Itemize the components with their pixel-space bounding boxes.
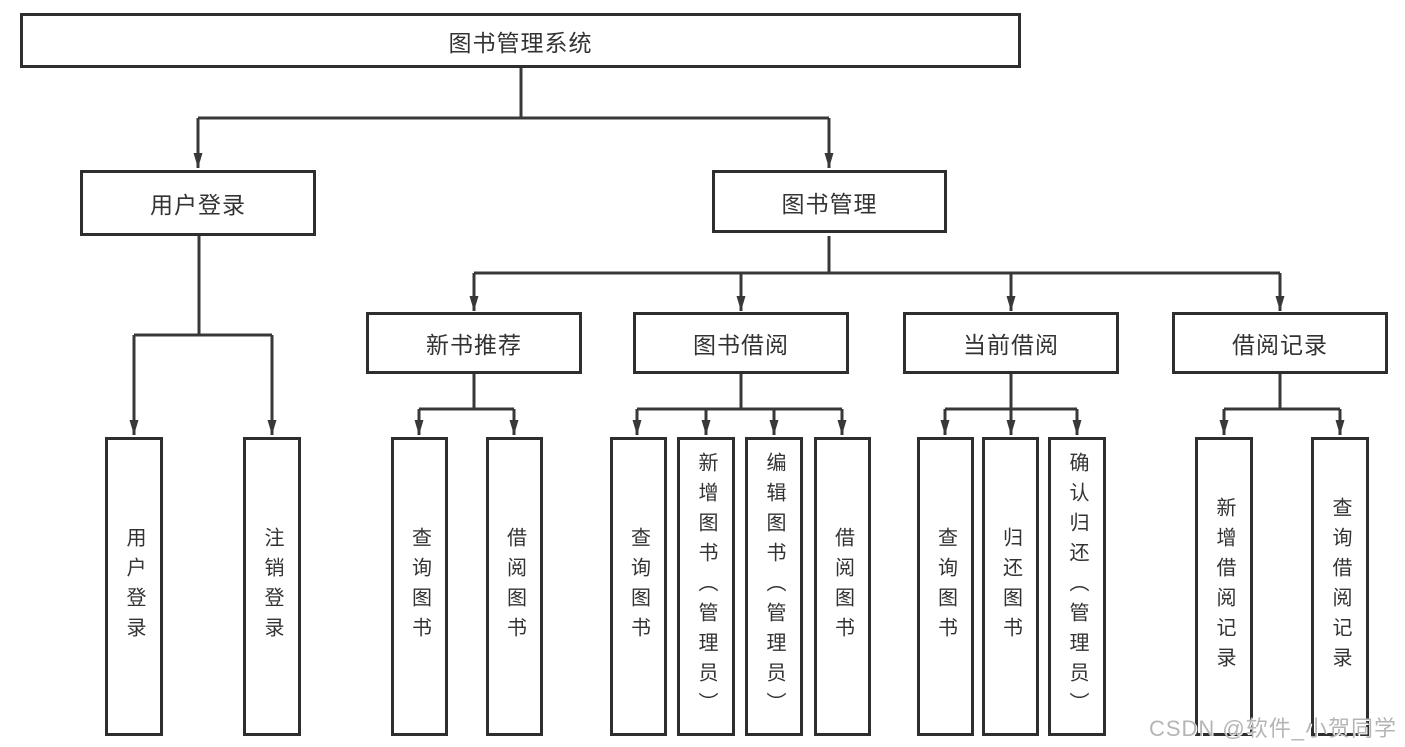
leaf-borrow-book-1: 借阅图书 xyxy=(486,437,543,736)
node-root: 图书管理系统 xyxy=(20,13,1021,68)
leaf-query-borrow-record: 查询借阅记录 xyxy=(1311,437,1369,736)
leaf-add-book-admin: 新增图书（管理员） xyxy=(677,437,735,736)
csdn-watermark: CSDN @软件_小贺同学 xyxy=(1148,716,1397,741)
leaf-add-borrow-record: 新增借阅记录 xyxy=(1195,437,1253,736)
node-borrow-records: 借阅记录 xyxy=(1172,312,1388,374)
leaf-logout: 注销登录 xyxy=(243,437,301,736)
node-book-management: 图书管理 xyxy=(712,170,947,233)
leaf-return-book: 归还图书 xyxy=(982,437,1039,736)
leaf-user-login: 用户登录 xyxy=(105,437,163,736)
leaf-query-book-3: 查询图书 xyxy=(917,437,974,736)
leaf-edit-book-admin: 编辑图书（管理员） xyxy=(745,437,803,736)
leaf-query-book-2: 查询图书 xyxy=(610,437,667,736)
leaf-query-book-1: 查询图书 xyxy=(391,437,448,736)
leaf-borrow-book-2: 借阅图书 xyxy=(814,437,871,736)
node-user-login-branch: 用户登录 xyxy=(80,170,316,236)
node-book-borrow: 图书借阅 xyxy=(633,312,849,374)
node-new-book-recommend: 新书推荐 xyxy=(366,312,582,374)
node-current-borrow: 当前借阅 xyxy=(903,312,1119,374)
leaf-confirm-return-admin: 确认归还（管理员） xyxy=(1048,437,1106,736)
